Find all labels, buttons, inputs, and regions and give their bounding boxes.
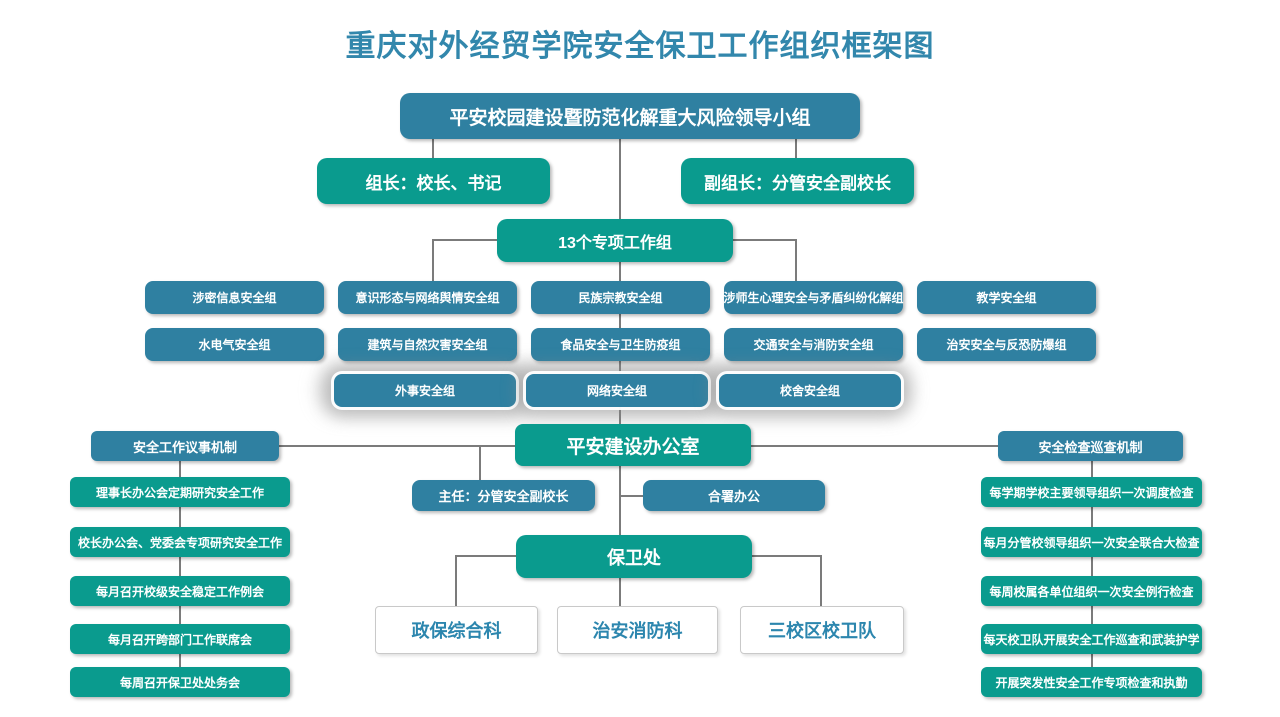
org-box-work-groups-header: 13个专项工作组 <box>497 219 733 262</box>
org-box-deputy-leader: 副组长：分管安全副校长 <box>681 158 914 204</box>
connector <box>432 239 498 241</box>
org-box-joint-office: 合署办公 <box>643 480 825 511</box>
connector <box>619 361 621 374</box>
org-box-leader: 组长：校长、书记 <box>317 158 550 204</box>
org-box-safety-office: 平安建设办公室 <box>515 424 751 466</box>
org-box-security-section: 政保综合科 <box>375 606 538 654</box>
connector <box>179 557 181 576</box>
connector <box>751 445 999 447</box>
connector <box>179 461 181 477</box>
org-box-work-group: 建筑与自然灾害安全组 <box>338 328 517 361</box>
org-box-security-section: 治安消防科 <box>557 606 718 654</box>
org-box-inspection-item: 每天校卫队开展安全工作巡查和武装护学 <box>981 624 1202 654</box>
connector <box>795 239 797 281</box>
org-box-inspection-item: 每周校属各单位组织一次安全例行检查 <box>981 576 1202 606</box>
org-box-work-group: 意识形态与网络舆情安全组 <box>338 281 517 314</box>
connector <box>619 314 621 328</box>
org-box-work-group: 交通安全与消防安全组 <box>724 328 903 361</box>
connector <box>455 555 517 557</box>
connector <box>1091 557 1093 576</box>
connector <box>432 139 434 158</box>
org-box-inspection-item: 开展突发性安全工作专项检查和执勤 <box>981 667 1202 697</box>
connector <box>479 445 481 480</box>
connector <box>1091 461 1093 477</box>
org-box-meeting-mechanism-header: 安全工作议事机制 <box>91 431 279 461</box>
connector <box>751 555 822 557</box>
org-box-work-group: 校舍安全组 <box>719 374 901 407</box>
connector <box>732 239 797 241</box>
connector <box>179 606 181 624</box>
org-box-work-group: 网络安全组 <box>526 374 708 407</box>
connector <box>795 139 797 158</box>
org-box-meeting-item: 每周召开保卫处处务会 <box>70 667 290 697</box>
org-box-work-group: 治安安全与反恐防爆组 <box>917 328 1096 361</box>
connector <box>455 555 457 607</box>
connector <box>619 139 621 219</box>
org-box-inspection-item: 每月分管校领导组织一次安全联合大检查 <box>981 527 1202 557</box>
org-box-meeting-item: 校长办公会、党委会专项研究安全工作 <box>70 527 290 557</box>
connector <box>820 555 822 607</box>
org-box-inspection-mechanism-header: 安全检查巡查机制 <box>998 431 1183 461</box>
org-box-office-director: 主任：分管安全副校长 <box>412 480 595 511</box>
connector <box>619 262 621 281</box>
org-box-work-group: 涉师生心理安全与矛盾纠纷化解组 <box>724 281 904 314</box>
org-box-inspection-item: 每学期学校主要领导组织一次调度检查 <box>981 477 1202 507</box>
org-box-meeting-item: 每月召开跨部门工作联席会 <box>70 624 290 654</box>
org-box-work-group: 民族宗教安全组 <box>531 281 710 314</box>
connector <box>1091 606 1093 624</box>
org-box-work-group: 水电气安全组 <box>145 328 324 361</box>
page-title: 重庆对外经贸学院安全保卫工作组织框架图 <box>345 30 935 63</box>
org-box-work-group: 食品安全与卫生防疫组 <box>531 328 710 361</box>
connector <box>179 654 181 667</box>
org-box-meeting-item: 理事长办公会定期研究安全工作 <box>70 477 290 507</box>
org-box-security-section: 三校区校卫队 <box>740 606 904 654</box>
connector <box>619 495 644 497</box>
connector <box>619 466 621 535</box>
connector <box>279 445 516 447</box>
org-box-work-group: 外事安全组 <box>334 374 516 407</box>
org-box-root-leading-group: 平安校园建设暨防范化解重大风险领导小组 <box>400 93 860 139</box>
connector <box>1091 507 1093 527</box>
org-box-work-group: 涉密信息安全组 <box>145 281 324 314</box>
org-box-meeting-item: 每月召开校级安全稳定工作例会 <box>70 576 290 606</box>
connector <box>619 577 621 607</box>
connector <box>619 407 621 424</box>
connector <box>432 239 434 281</box>
connector <box>1091 654 1093 667</box>
connector <box>179 507 181 527</box>
org-box-work-group: 教学安全组 <box>917 281 1096 314</box>
org-box-security-department: 保卫处 <box>516 535 752 578</box>
